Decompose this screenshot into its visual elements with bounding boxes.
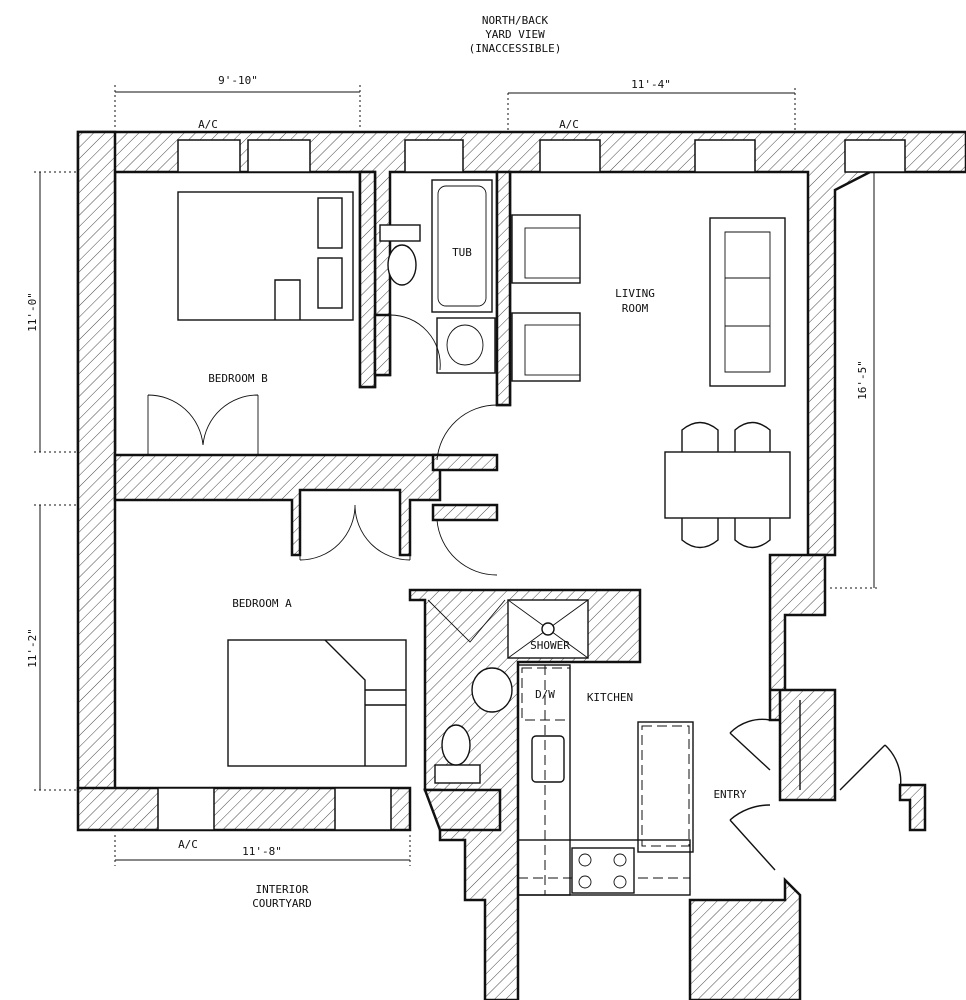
window-bath [404, 139, 464, 173]
entry-closet-door [729, 718, 771, 771]
window-corner [844, 139, 906, 173]
closet-doors-b [147, 394, 259, 455]
armchair-top [511, 214, 581, 284]
plan-label: A/C [198, 118, 218, 131]
toilet-a [441, 724, 471, 766]
entry: ENTRY [713, 700, 902, 871]
plan-label: A/C [178, 838, 198, 851]
dimension-bedroom-a-depth: 11'-2" [26, 504, 76, 791]
plan-label: ENTRY [713, 788, 746, 801]
plan-label: LIVING [615, 287, 655, 300]
plan-label: A/C [559, 118, 579, 131]
bedroom-b: BEDROOM B [147, 191, 354, 455]
plan-label: 16'-5" [856, 360, 869, 400]
bathroom-a: SHOWER [427, 599, 589, 784]
toilet-tank-a [434, 764, 481, 784]
plan-label: TUB [452, 246, 472, 259]
window-living-ac [539, 139, 601, 173]
front-door [839, 744, 902, 791]
windows: A/C A/C A/C [157, 118, 906, 851]
dimension-living-depth: 16'-5" [830, 172, 880, 589]
kitchen-sink [531, 735, 565, 783]
window-bedroom-a-right [334, 787, 392, 831]
plan-label: 11'-8" [242, 845, 282, 858]
plan-label: INTERIOR [256, 883, 309, 896]
plan-label: ROOM [622, 302, 649, 315]
plan-label: 11'-2" [26, 628, 39, 668]
living-room: LIVING ROOM [511, 214, 791, 549]
sofa [709, 217, 786, 387]
plan-label: COURTYARD [252, 897, 312, 910]
plan-label: (INACCESSIBLE) [469, 42, 562, 55]
plan-label: NORTH/BACK [482, 14, 549, 27]
closet-doors-a [299, 500, 411, 561]
walls [76, 130, 966, 1000]
dimension-living-width: 11'-4" [507, 78, 796, 130]
dining-table [664, 451, 791, 519]
window-living-right [694, 139, 756, 173]
plan-label: SHOWER [530, 639, 570, 652]
plan-label: 11'-0" [26, 292, 39, 332]
bed-a [227, 639, 407, 767]
window-bedroom-a-left [157, 787, 215, 831]
dimension-bedroom-b-depth: 11'-0" [26, 171, 76, 453]
armchair-bottom [511, 312, 581, 382]
bathtub [431, 179, 493, 313]
kitchen-door [729, 804, 776, 871]
dishwasher [521, 667, 571, 721]
sink-a [471, 667, 513, 713]
bathroom-b: TUB [379, 179, 498, 576]
bedroom-a: BEDROOM A [227, 500, 411, 767]
plan-label: KITCHEN [587, 691, 633, 704]
plan-label: BEDROOM B [208, 372, 268, 385]
window-bedroom-b-right [247, 139, 311, 173]
plan-label: 11'-4" [631, 78, 671, 91]
plan-label: D/W [535, 688, 555, 701]
dimension-bedroom-a-width: 11'-8" [114, 835, 411, 866]
dimension-bedroom-b-width: 9'-10" [114, 74, 361, 130]
refrigerator [637, 721, 694, 853]
courtyard-caption: INTERIOR COURTYARD [252, 883, 312, 910]
plan-label: BEDROOM A [232, 597, 292, 610]
north-caption: NORTH/BACK YARD VIEW (INACCESSIBLE) [469, 14, 562, 55]
plan-label: 9'-10" [218, 74, 258, 87]
toilet-tank-b [379, 224, 421, 242]
toilet-b [387, 244, 417, 286]
plan-label: YARD VIEW [485, 28, 545, 41]
kitchen: D/W KITCHEN [517, 664, 694, 896]
window-bedroom-b-left [177, 139, 241, 173]
dining-chairs [681, 421, 771, 549]
